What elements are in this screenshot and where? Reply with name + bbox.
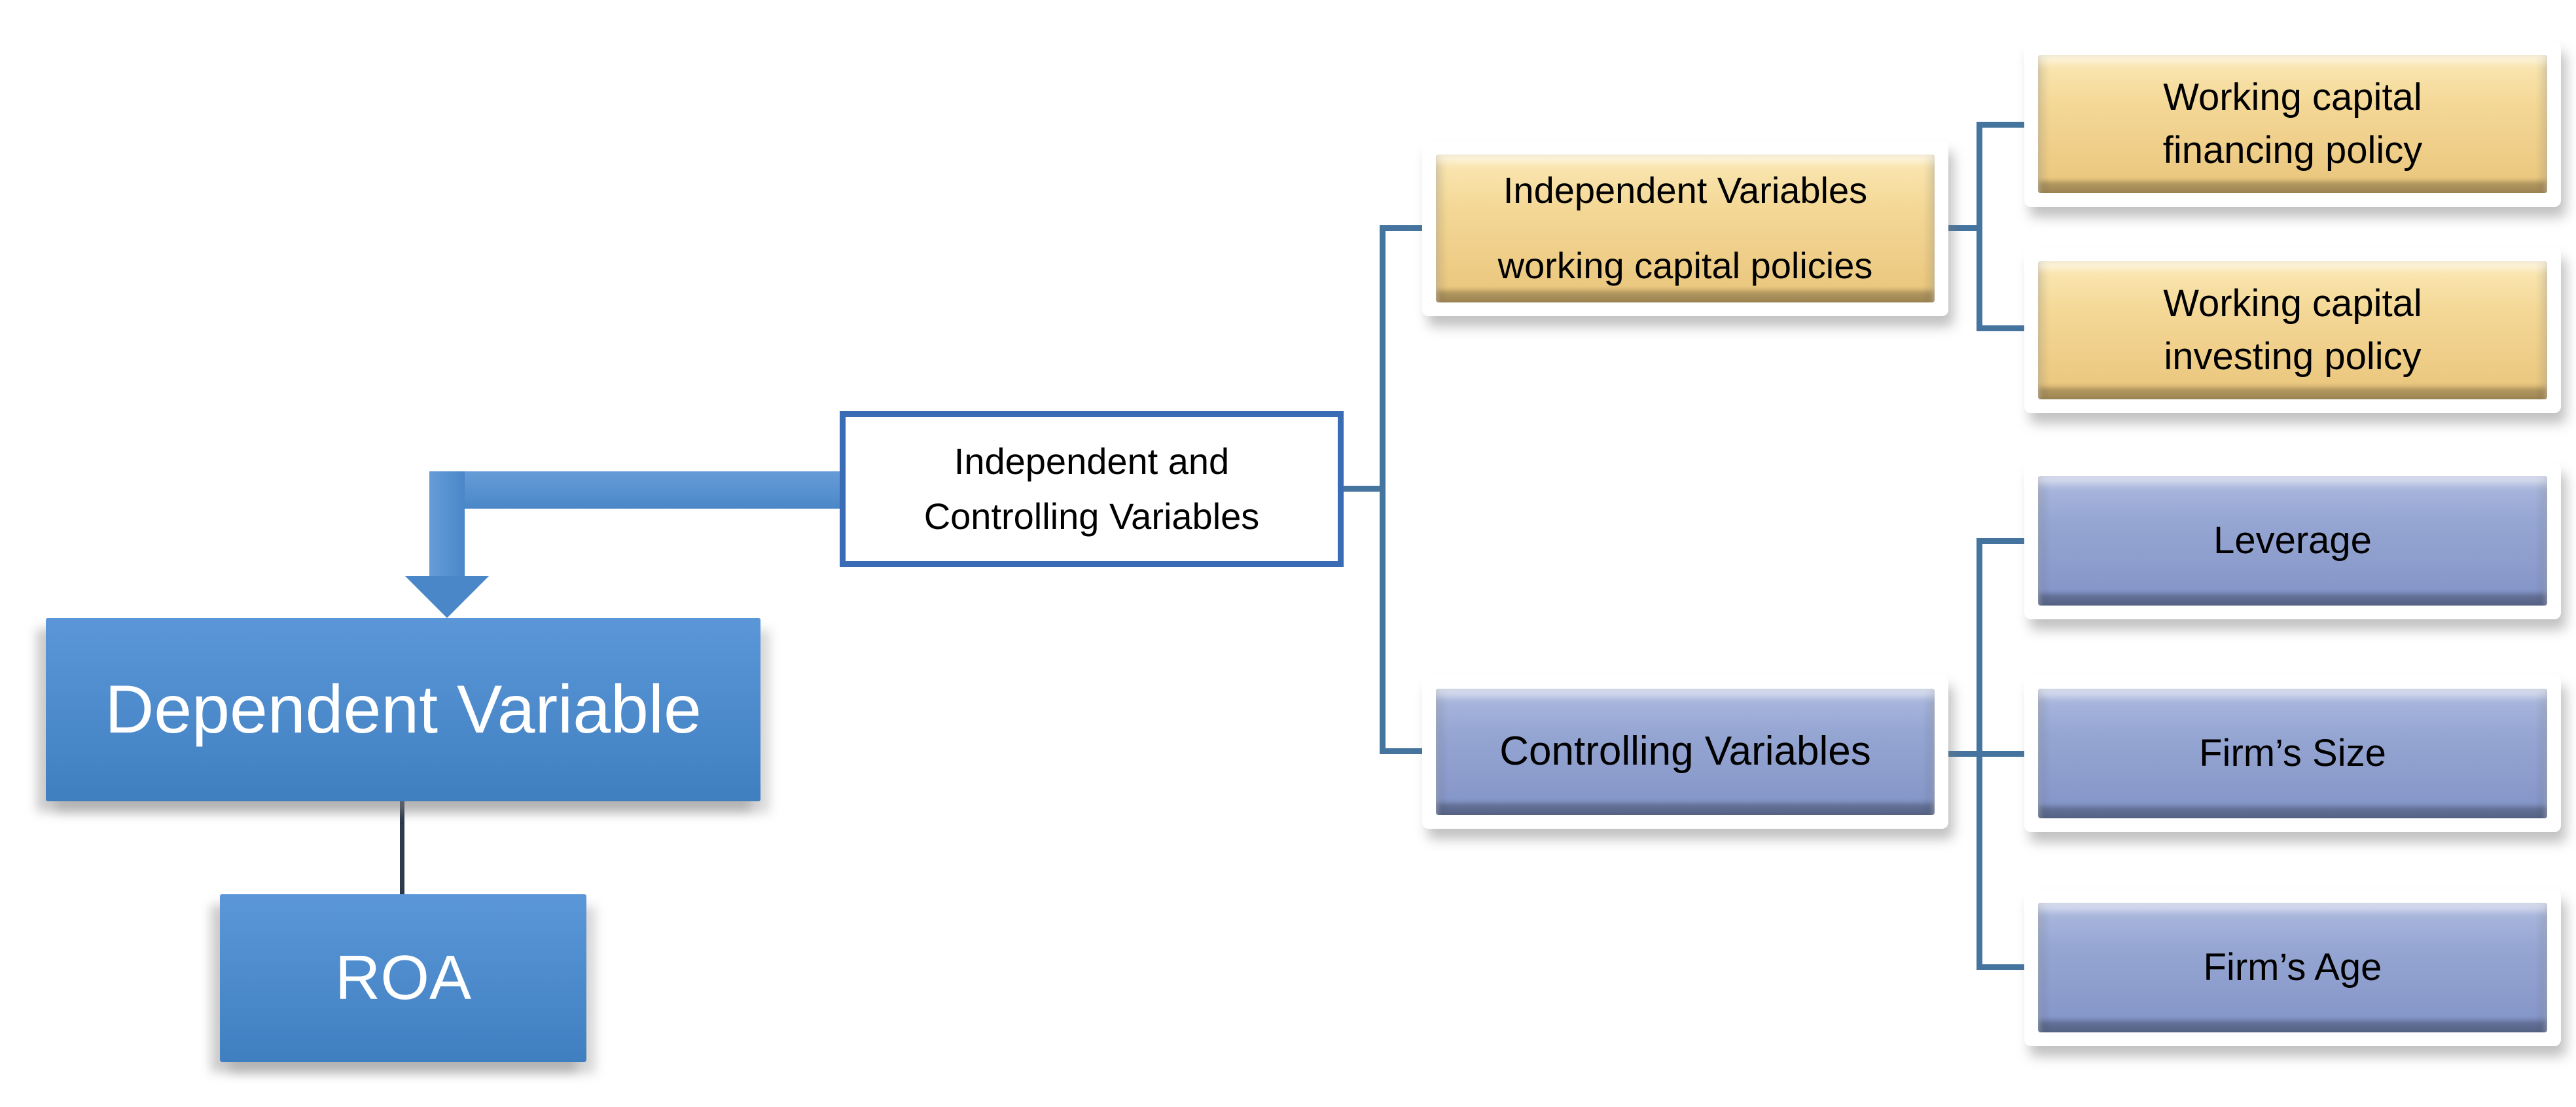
dependency-arrow-horizontal-shaft [429, 471, 846, 509]
node-working-capital-financing-label: Working capital financing policy [2162, 76, 2423, 172]
node-firms-size-fill: Firm’s Size [2038, 689, 2547, 818]
node-working-capital-investing: Working capital investing policy [2024, 247, 2561, 413]
main-bracket-vertical [1380, 225, 1386, 754]
node-controlling-variables: Controlling Variables [1422, 675, 1948, 829]
node-independent-variables-label: Independent Variables working capital po… [1497, 170, 1873, 286]
node-working-capital-investing-fill: Working capital investing policy [2038, 261, 2547, 399]
dependency-arrow-vertical-shaft [429, 471, 465, 577]
node-independent-and-controlling: Independent and Controlling Variables [840, 411, 1344, 567]
controlling-bracket-arm-age [1977, 964, 2031, 970]
independent-bracket-stub [1931, 225, 1982, 231]
arrow-head-icon [405, 576, 489, 618]
node-dependent-variable-label: Dependent Variable [105, 671, 702, 748]
node-controlling-variables-label: Controlling Variables [1499, 729, 1871, 774]
node-firms-size: Firm’s Size [2024, 675, 2561, 832]
node-working-capital-investing-label: Working capital investing policy [2163, 282, 2422, 378]
node-roa: ROA [220, 894, 586, 1062]
node-firms-age: Firm’s Age [2024, 889, 2561, 1046]
controlling-bracket-arm-size [1977, 751, 2031, 757]
node-working-capital-financing-fill: Working capital financing policy [2038, 55, 2547, 193]
main-bracket-stub [1344, 486, 1386, 492]
node-leverage-label: Leverage [2213, 518, 2372, 562]
independent-bracket-vertical [1977, 122, 1982, 331]
main-bracket-arm-top [1380, 225, 1431, 231]
node-firms-age-label: Firm’s Age [2203, 945, 2382, 989]
dependent-roa-connector [400, 801, 404, 894]
node-firms-size-label: Firm’s Size [2199, 731, 2386, 774]
node-leverage-fill: Leverage [2038, 476, 2547, 606]
node-independent-variables-fill: Independent Variables working capital po… [1436, 154, 1935, 302]
node-independent-and-controlling-label: Independent and Controlling Variables [923, 441, 1260, 537]
controlling-bracket-stub [1931, 751, 1982, 757]
node-roa-label: ROA [334, 943, 472, 1013]
node-firms-age-fill: Firm’s Age [2038, 903, 2547, 1032]
main-bracket-arm-bottom [1380, 748, 1431, 754]
node-leverage: Leverage [2024, 462, 2561, 619]
node-dependent-variable: Dependent Variable [46, 618, 760, 801]
controlling-bracket-arm-leverage [1977, 538, 2031, 544]
node-independent-variables: Independent Variables working capital po… [1422, 141, 1948, 316]
node-working-capital-financing: Working capital financing policy [2024, 41, 2561, 207]
independent-bracket-arm-bottom [1977, 325, 2031, 331]
node-controlling-variables-fill: Controlling Variables [1436, 689, 1935, 815]
independent-bracket-arm-top [1977, 122, 2031, 128]
